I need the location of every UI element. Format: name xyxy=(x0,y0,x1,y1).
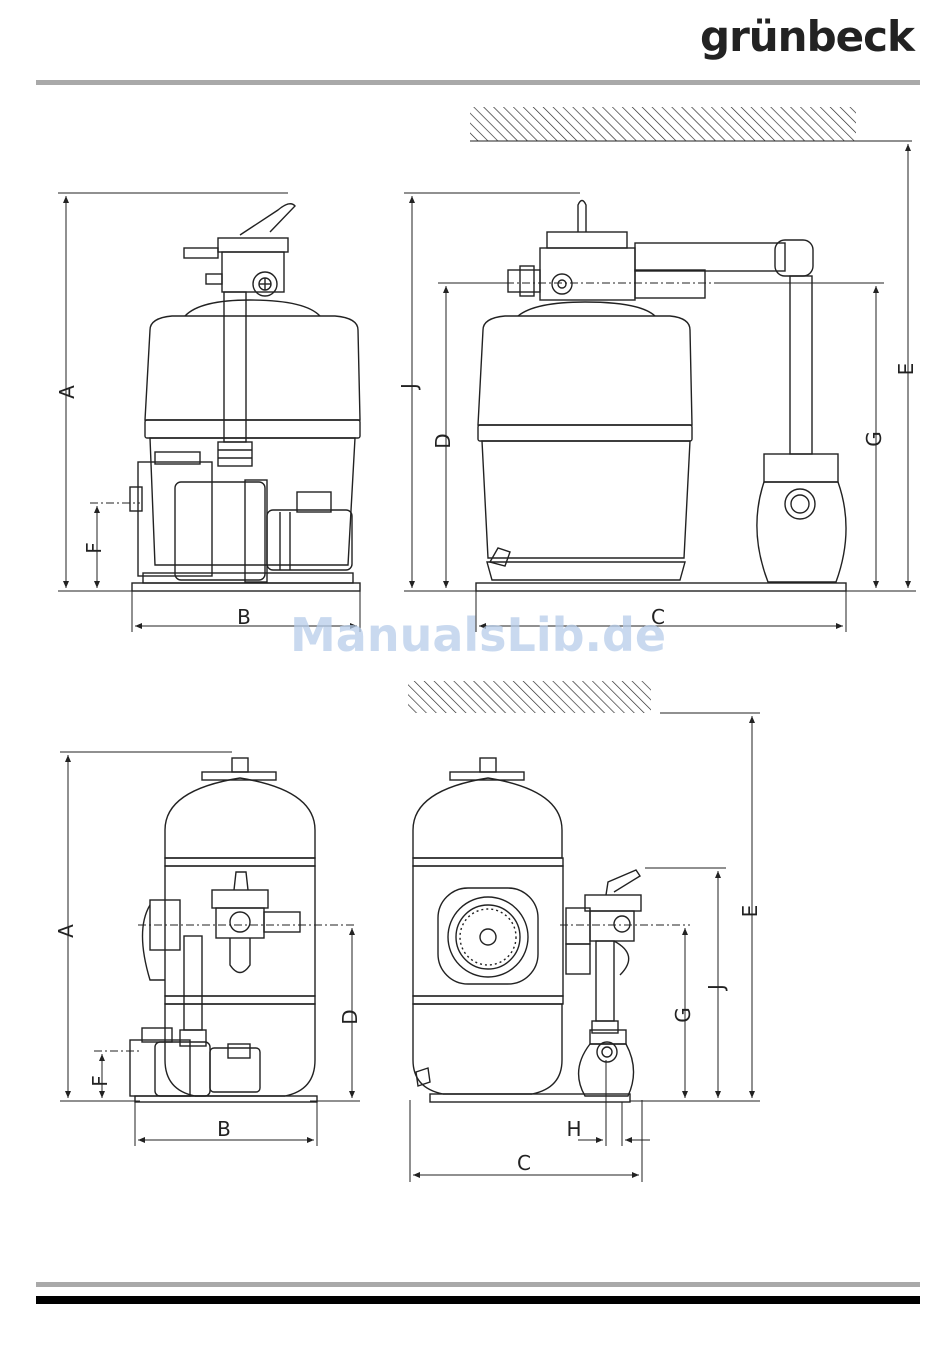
footer-rule-black xyxy=(36,1296,920,1304)
dim-label-a: A xyxy=(54,924,78,938)
dim-label-f: F xyxy=(88,1075,112,1087)
dim-label-d: D xyxy=(338,1009,362,1024)
dim-label-b: B xyxy=(237,605,251,629)
dim-label-j: J xyxy=(704,984,728,992)
dim-label-a: A xyxy=(55,385,79,399)
dim-label-j: J xyxy=(397,383,421,391)
dim-label-b: B xyxy=(217,1117,231,1141)
wall-hatch-bottom xyxy=(408,681,651,713)
view-top-right xyxy=(404,107,916,632)
dim-label-g: G xyxy=(862,431,886,447)
dim-label-f: F xyxy=(82,542,106,554)
dim-label-e: E xyxy=(738,905,762,918)
view-top-left xyxy=(58,193,360,632)
watermark: ManualsLib.de xyxy=(290,608,666,662)
view-bottom-right xyxy=(408,681,760,1182)
dim-label-c: C xyxy=(517,1151,531,1175)
dim-label-d: D xyxy=(431,433,455,448)
dim-label-g: G xyxy=(671,1007,695,1023)
wall-hatch-top xyxy=(470,107,856,141)
footer-rule-grey xyxy=(36,1282,920,1287)
dim-label-h: H xyxy=(566,1117,581,1141)
dim-label-e: E xyxy=(894,363,918,376)
